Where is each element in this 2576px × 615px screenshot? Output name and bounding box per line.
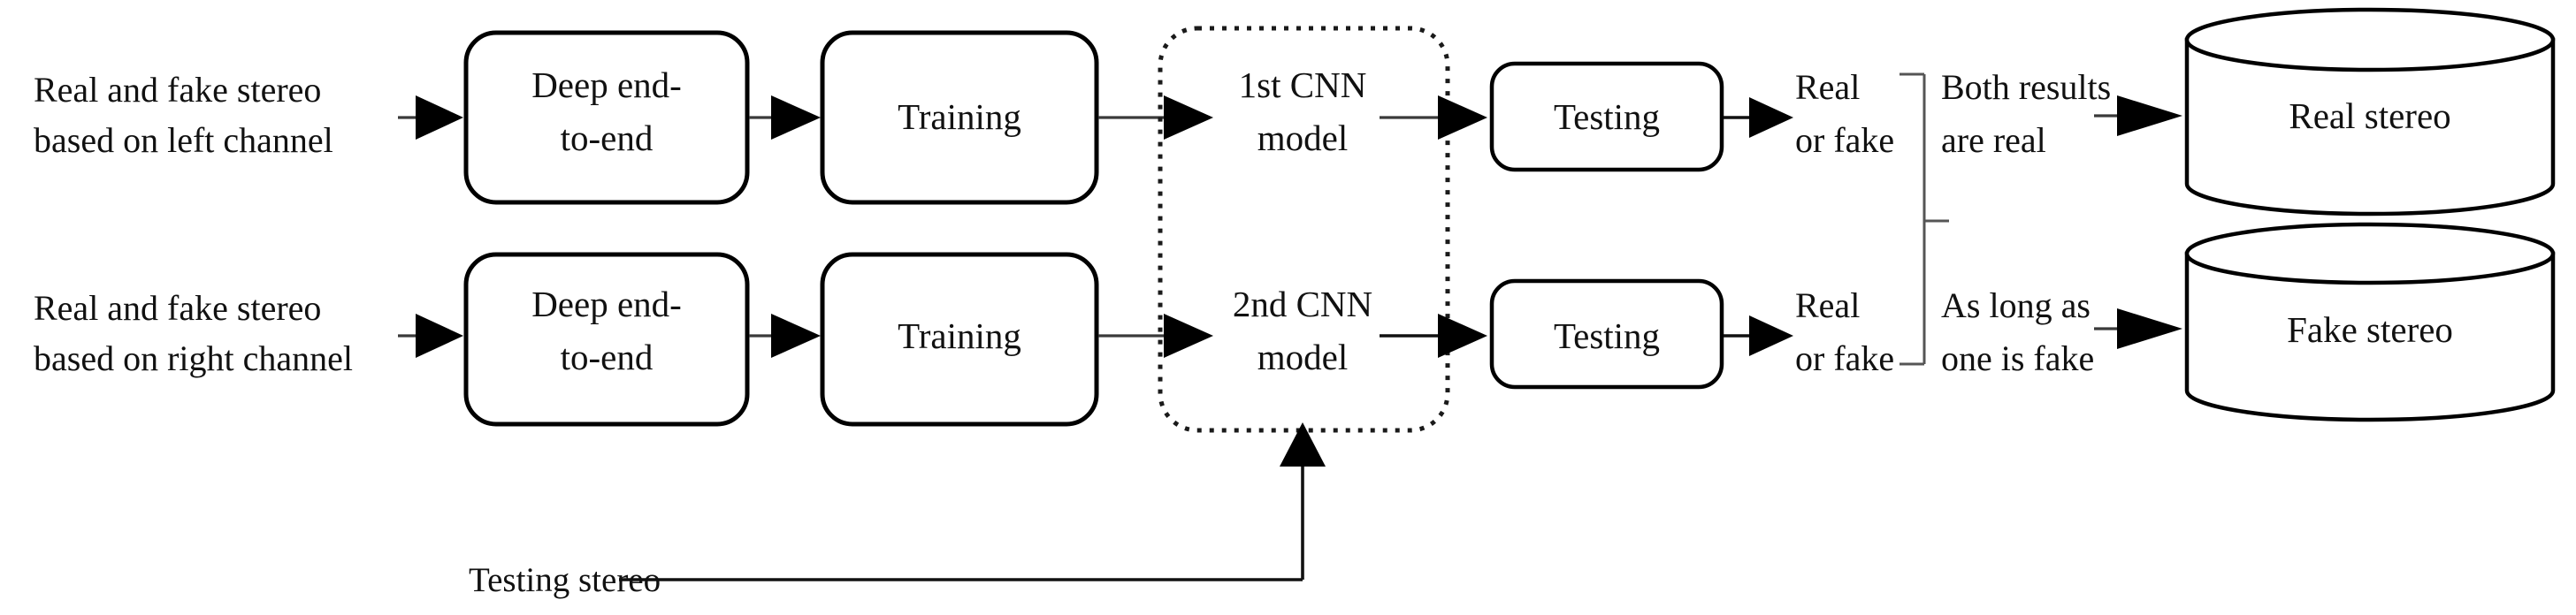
arrow-training-to-cnn-bottom: [1098, 314, 1213, 358]
input-label-top-line1: Real and fake stereo: [34, 70, 321, 110]
cnn-model-label-bottom-line2: model: [1257, 337, 1348, 377]
deep-end-to-end-label-top-line1: Deep end-: [531, 65, 682, 105]
fake-stereo-label: Fake stereo: [2287, 309, 2453, 350]
result-label-top-line2: or fake: [1795, 120, 1894, 160]
decision-label-top-line1: Both results: [1941, 67, 2111, 107]
testing-box-bottom[interactable]: [1489, 278, 1724, 390]
arrow-deep-to-training-top: [749, 95, 821, 140]
results-brace: [1900, 72, 1949, 366]
decision-label-bottom-line1: As long as: [1941, 285, 2091, 325]
arrow-input-to-deep-top: [398, 95, 463, 140]
input-label-bottom-line2: based on right channel: [34, 338, 353, 378]
training-label-top: Training: [898, 96, 1021, 137]
training-label-bottom: Training: [898, 315, 1021, 356]
input-label-top-line2: based on left channel: [34, 120, 333, 160]
result-label-top-line1: Real: [1795, 67, 1860, 107]
deep-end-to-end-box-top[interactable]: [463, 30, 750, 205]
deep-end-to-end-label-top-line2: to-end: [561, 118, 654, 158]
cnn-model-label-bottom-line1: 2nd CNN: [1233, 284, 1372, 324]
arrow-to-fake-stereo: [2094, 308, 2182, 349]
deep-end-to-end-box-bottom[interactable]: [463, 252, 750, 427]
arrow-testing-to-result-bottom: [1724, 315, 1793, 356]
arrow-to-real-stereo: [2094, 95, 2182, 136]
arrow-training-to-cnn-top: [1098, 95, 1213, 140]
decision-label-bottom-line2: one is fake: [1941, 338, 2094, 378]
training-box-bottom[interactable]: [820, 252, 1099, 427]
result-label-bottom-line2: or fake: [1795, 338, 1894, 378]
real-stereo-cylinder[interactable]: [2184, 7, 2556, 216]
deep-end-to-end-label-bottom-line1: Deep end-: [531, 284, 682, 324]
testing-label-bottom: Testing: [1554, 315, 1660, 356]
arrow-input-to-deep-bottom: [398, 314, 463, 358]
arrow-testing-to-result-top: [1724, 97, 1793, 138]
arrow-cnn-to-testing-top: [1380, 95, 1487, 140]
decision-label-top-line2: are real: [1941, 120, 2046, 160]
cnn-models-dotted-group: [1158, 26, 1450, 433]
fake-stereo-cylinder[interactable]: [2184, 222, 2556, 422]
arrow-deep-to-training-bottom: [749, 314, 821, 358]
testing-stereo-label: Testing stereo: [469, 561, 661, 599]
cnn-model-label-top-line1: 1st CNN: [1239, 65, 1367, 105]
testing-stereo-connector: [619, 422, 1326, 581]
result-label-bottom-line1: Real: [1795, 285, 1860, 325]
testing-box-top[interactable]: [1489, 61, 1724, 172]
cnn-model-label-top-line2: model: [1257, 118, 1348, 158]
input-label-bottom-line1: Real and fake stereo: [34, 288, 321, 328]
testing-label-top: Testing: [1554, 96, 1660, 137]
training-box-top[interactable]: [820, 30, 1099, 205]
deep-end-to-end-label-bottom-line2: to-end: [561, 337, 654, 377]
real-stereo-label: Real stereo: [2289, 95, 2450, 136]
arrow-cnn-to-testing-bottom: [1380, 314, 1487, 358]
